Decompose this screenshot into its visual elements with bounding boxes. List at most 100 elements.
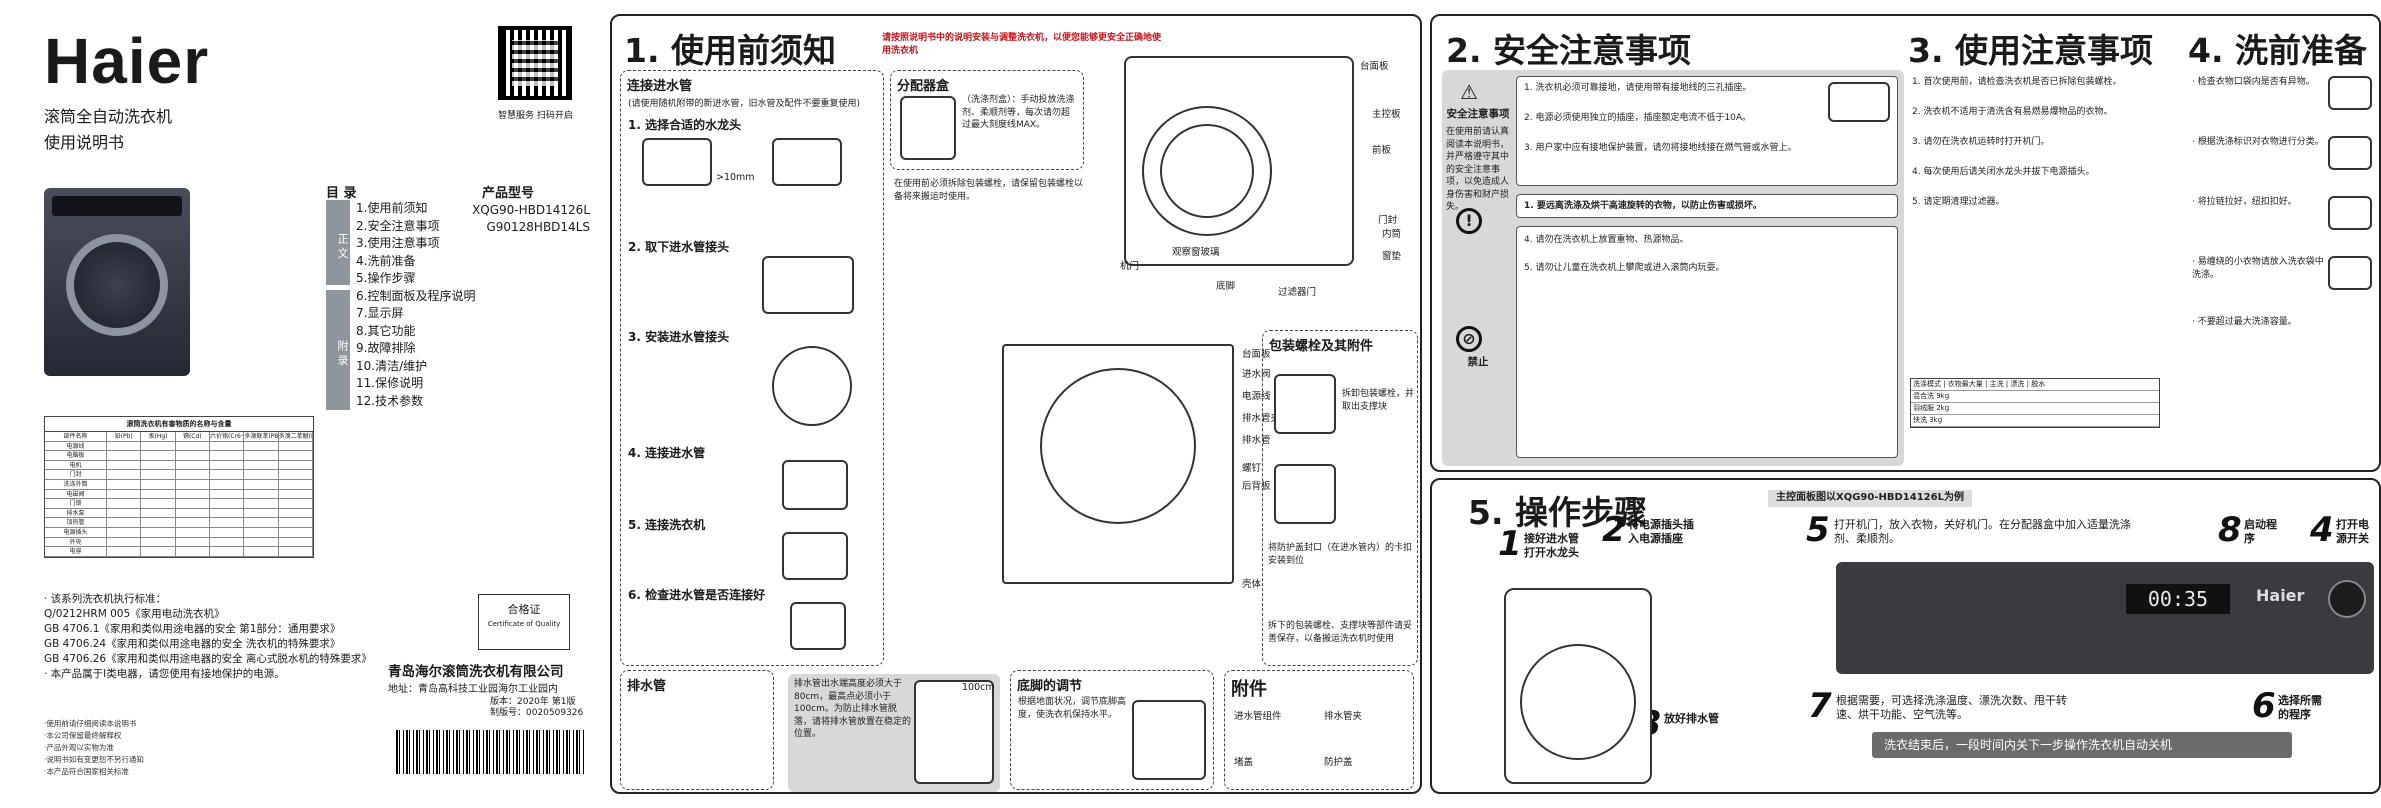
hazard-table: 滚筒洗衣机有害物质的名称与含量 部件名称 铅(Pb) 汞(Hg) 镉(Cd) 六… [44,416,314,558]
finish-note: 洗衣结束后，一段时间内关下一步操作洗衣机自动关机 [1872,732,2292,758]
program-table-header: 洗涤模式 | 衣物最大量 | 主洗 | 漂洗 | 脱水 [1911,379,2159,391]
hazard-table-title: 滚筒洗衣机有害物质的名称与含量 [45,417,313,432]
display-screen: 00:35 [2126,584,2230,614]
cover-title: 滚筒全自动洗衣机 使用说明书 [44,104,172,156]
safety-item: 5. 请勿让儿童在洗衣机上攀爬或进入滚筒内玩耍。 [1524,263,1725,273]
prep-item: · 不要超过最大洗涤容量。 [2192,317,2297,327]
prep-image [2328,196,2372,230]
program-table: 洗涤模式 | 衣物最大量 | 主洗 | 漂洗 | 脱水 混合洗 9kg 羽绒服 … [1910,378,2160,428]
back-part-label: 螺钉 [1242,463,1262,474]
hazard-row-label: 电机 [45,460,107,471]
standard-item: GB 4706.26《家用和类似用途电器的安全 离心式脱水机的特殊要求》 [44,653,372,665]
toc-item[interactable]: 2.安全注意事项 [356,218,440,233]
dispenser-title: 分配器盒 [897,79,950,94]
toc-item[interactable]: 10.清洁/维护 [356,358,428,373]
table-header-cell: 漂洗 [2010,380,2025,388]
back-part-label: 排水管 [1242,435,1271,446]
feet-image [1132,700,1206,780]
standards-list: · 该系列洗衣机执行标准： Q/0212HRM 005《家用电动洗衣机》 GB … [44,592,372,682]
back-part-label: 壳体 [1242,579,1262,590]
step-connect-machine: 5. 连接洗衣机 [628,518,706,532]
section-title: 1. 使用前须知 [624,31,836,70]
toc-item[interactable]: 7.显示屏 [356,306,404,320]
hazard-header-cell: 多溴二苯醚(PBDE) [278,432,313,442]
install-image [772,346,852,426]
section-title: 2. 安全注意事项 [1446,31,1691,70]
step-text: 将电源插头插入电源插座 [1628,518,1694,545]
machine-door-image [1520,644,1636,760]
instruction-sheet: 1. 使用前须知 请按照说明书中的说明安装与调整洗衣机，以便您能够更安全正确地使… [610,0,2381,808]
bolts-caption: 拆下的包装螺栓、支撑块等部件请妥善保存，以备搬运洗衣机时使用 [1268,621,1413,644]
step-number: 8 [2218,510,2242,550]
toc-item[interactable]: 6.控制面板及程序说明 [356,288,476,303]
back-part-label: 排水管夹 [1242,413,1281,424]
hazard-row-label: 洗涤外筒 [45,479,107,490]
prep-item: · 检查衣物口袋内是否有异物。 [2192,77,2315,87]
qr-caption: 智慧服务 扫码开启 [498,111,573,121]
hazard-row-label: 门封 [45,470,107,480]
connect-machine-image [782,532,848,580]
toc-group-main: 正 文 [326,200,350,285]
version-line: 版本：2020年 第1版 [490,697,576,707]
step-text: 根据需要，可选择洗涤温度、漂洗次数、甩干转速、烘干功能、空气洗等。 [1836,694,2067,721]
feet-title: 底脚的调节 [1017,679,1083,694]
dispenser-image [900,96,956,160]
bolts-title: 包装螺栓及其附件 [1269,339,1374,354]
machine-door [66,234,168,336]
back-part-label: 进水阀 [1242,369,1271,380]
cover-note: ·本公司保留最终解释权 [44,731,122,740]
hazard-row-label: 电脑板 [45,451,107,461]
section-subtitle: 请按照说明书中的说明安装与调整洗衣机，以便您能够更安全正确地使用洗衣机 [882,33,1162,56]
toc-item[interactable]: 11.保修说明 [356,376,424,390]
safety-item: 4. 请勿在洗衣机上放置重物、热源物品。 [1524,235,1689,245]
accessories-title: 附件 [1231,679,1267,700]
bolts-box: 包装螺栓及其附件 [1262,330,1418,666]
hose-note: (请使用随机附带的新进水管，旧水管及配件不要重复使用) [628,99,861,109]
usage-item: 4. 每次使用后请关闭水龙头并拔下电源插头。 [1912,167,2095,177]
part-label: 主控板 [1372,109,1401,120]
accessory-item: 堵盖 [1234,757,1254,768]
toc-item[interactable]: 8.其它功能 [356,323,416,338]
step-text: 接好进水管 打开水龙头 [1524,532,1579,559]
safety-list-box [1516,226,1898,458]
bolt-step1: 拆卸包装螺栓，并取出支撑块 [1342,389,1415,412]
drain-height-image [914,680,994,784]
drain-height-label: 100cm [962,682,995,693]
warn-text: 在使用前请认真阅读本说明书，并严格遵守其中的安全注意事项，以免造成人身伤害和财产… [1446,127,1510,212]
back-part-label: 后背板 [1242,481,1271,492]
step-number: 5 [1806,510,1830,550]
feet-box: 底脚的调节 [1010,670,1214,790]
program-knob[interactable] [2328,580,2366,618]
table-row: 快洗 3kg [1911,415,2159,427]
prohibit-label: 禁止 [1467,356,1489,368]
model-number: G90128HBD14LS [486,220,590,234]
safety-highlight: 1. 要远离洗涤及烘干高速旋转的衣物，以防止伤害或损坏。 [1524,201,1762,211]
prep-image [2328,256,2372,290]
notice-icon: ! [1456,208,1482,234]
toc-item[interactable]: 3.使用注意事项 [356,236,440,250]
back-drum-outline [1040,368,1196,524]
toc-item[interactable]: 12.技术参数 [356,393,424,408]
toc-item[interactable]: 9.故障排除 [356,341,416,355]
cover-title-line1: 滚筒全自动洗衣机 [44,107,173,126]
table-header-cell: 衣物最大量 [1947,380,1983,388]
hazard-table-grid: 部件名称 铅(Pb) 汞(Hg) 镉(Cd) 六价铬(Cr6+) 多溴联苯(PB… [45,432,313,557]
section-title: 3. 使用注意事项 [1908,31,2153,70]
step-check-hose: 6. 检查进水管是否连接好 [628,588,766,602]
model-number: XQG90-HBD14126L [472,203,590,217]
dispenser-box: 分配器盒 [890,70,1084,170]
toc-item[interactable]: 5.操作步骤 [356,271,416,285]
part-label: 窗垫 [1382,251,1402,262]
hazard-row-label: 排水泵 [45,508,107,519]
machine-drum-outline [1160,124,1254,218]
toc-item[interactable]: 4.洗前准备 [356,253,416,268]
cover-title-line2: 使用说明书 [44,133,125,152]
standards-title: · 该系列洗衣机执行标准： [44,593,167,605]
toc-item[interactable]: 1.使用前须知 [356,201,428,215]
step-text: 选择所需的程序 [2278,694,2322,721]
table-row: 羽绒服 2kg [1911,403,2159,415]
step-choose-tap: 1. 选择合适的水龙头 [628,118,742,132]
qr-code[interactable] [498,26,572,100]
hazard-header-cell: 六价铬(Cr6+) [209,432,245,442]
hazard-header-cell: 镉(Cd) [175,432,210,442]
